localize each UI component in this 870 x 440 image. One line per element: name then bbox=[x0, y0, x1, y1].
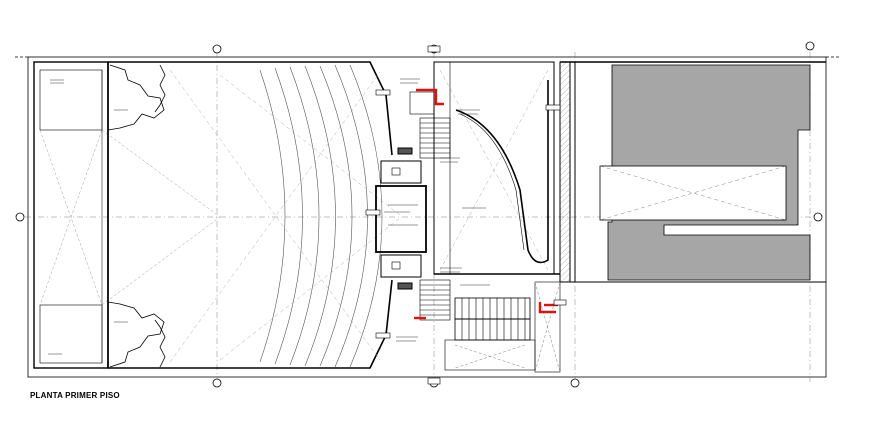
small-annotations bbox=[48, 78, 490, 355]
drawing-title: PLANTA PRIMER PISO bbox=[30, 391, 120, 400]
annex-walls bbox=[559, 61, 826, 283]
seating-rows bbox=[259, 64, 383, 368]
side-boxes bbox=[107, 64, 166, 368]
room-tags bbox=[365, 45, 567, 385]
void-markers bbox=[169, 69, 401, 363]
upper-stair bbox=[409, 91, 451, 159]
lower-stair bbox=[419, 279, 561, 373]
control-room bbox=[375, 147, 427, 290]
auditorium-walls bbox=[107, 61, 393, 369]
fire-route-markers bbox=[414, 88, 558, 320]
roof-terrace bbox=[599, 64, 811, 281]
lobby-area bbox=[433, 61, 560, 275]
